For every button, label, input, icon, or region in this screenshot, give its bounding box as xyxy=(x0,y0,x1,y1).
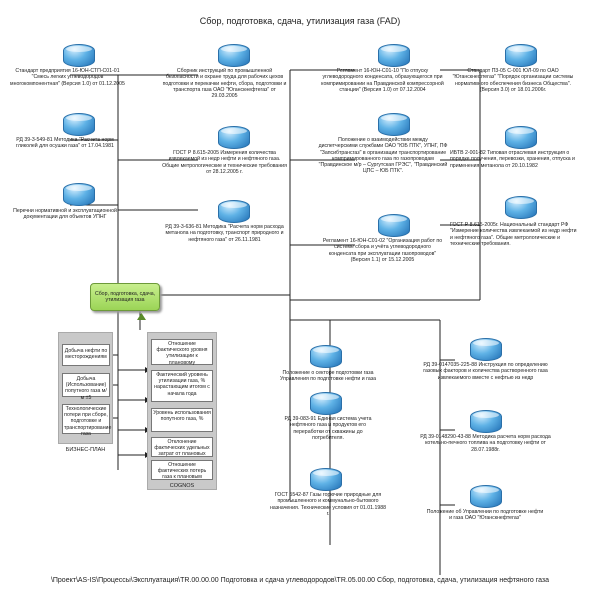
business-plan-label: БИЗНЕС-ПЛАН xyxy=(65,447,106,453)
doc-reglament-c01-10[interactable]: Регламент 16-ЮН-С01-10 "По отпуску углев… xyxy=(321,68,444,93)
document-store-icon xyxy=(310,345,342,368)
document-store-icon xyxy=(378,214,410,237)
doc-dispatch-regulation[interactable]: Положение о взаимодействии между диспетч… xyxy=(318,137,448,175)
document-store-icon xyxy=(310,468,342,491)
plan-item-oil-production[interactable]: Добыча нефти по месторождениям xyxy=(62,344,110,366)
cognos-label: COGNOS xyxy=(169,483,195,489)
document-store-icon xyxy=(218,200,250,223)
doc-gost-8615-2005[interactable]: ГОСТ Р 8.615-2005 Измерения количества и… xyxy=(162,150,287,175)
process-label: Сбор, подготовка, сдача, утилизация газа xyxy=(94,291,156,303)
doc-rd-225-88[interactable]: РД 39-0147035-225-88 Инструкция по опред… xyxy=(423,362,548,381)
doc-gost-5542-87[interactable]: ГОСТ 5542-87 Газы горючие природные для … xyxy=(270,492,386,517)
document-store-icon xyxy=(63,113,95,136)
document-store-icon xyxy=(470,485,502,508)
document-store-icon xyxy=(63,183,95,206)
connector-marker-icon xyxy=(137,313,146,320)
doc-rd-43-88[interactable]: РД 39-0148290-43-88 Методика расчета нор… xyxy=(420,434,551,453)
kpi-cost-deviation[interactable]: Отклонение фактических удельных затрат о… xyxy=(151,437,213,457)
document-store-icon xyxy=(505,44,537,67)
kpi-utilization-ratio[interactable]: Отношение фактического уровня утилизации… xyxy=(151,339,213,366)
doc-rd-083-91[interactable]: РД 39-083-91 Единая система учета нефтян… xyxy=(284,416,372,441)
doc-upng-regulation[interactable]: Положение об Управлении по подготовке не… xyxy=(426,509,544,522)
diagram-title: Сбор, подготовка, сдача, утилизация газа… xyxy=(199,16,401,26)
doc-rd-549-81[interactable]: РД 39-3-549-81 Методика "Расчета норм гл… xyxy=(16,137,114,150)
kpi-loss-ratio[interactable]: Отношение фактических потерь газа к план… xyxy=(151,460,213,480)
plan-item-tech-losses[interactable]: Технологические потери при сборе, подгот… xyxy=(62,404,112,437)
document-store-icon xyxy=(310,392,342,415)
kpi-gas-usage-level[interactable]: Уровень использования попутного газа, % xyxy=(151,408,213,432)
plan-item-gas-usage[interactable]: Добыча (Использование) попутного газа м/… xyxy=(62,373,110,401)
document-store-icon xyxy=(218,44,250,67)
document-store-icon xyxy=(378,44,410,67)
doc-stp-01[interactable]: Стандарт предприятия 16-ЮН-СТП-С01-01 "С… xyxy=(10,68,125,87)
process-box-gas-collection[interactable]: Сбор, подготовка, сдача, утилизация газа xyxy=(90,283,160,311)
document-store-icon xyxy=(470,410,502,433)
doc-standard-p3-05[interactable]: Стандарт П3-05 С-001 ЮЛ-09 по ОАО "Юганс… xyxy=(452,68,574,93)
doc-upng-list[interactable]: Перечни нормативной и эксплуатационной д… xyxy=(13,208,117,221)
doc-reglament-c01-02[interactable]: Регламент 16-ЮН-С01-02 "Организация рабо… xyxy=(322,238,443,263)
doc-safety-instructions[interactable]: Сборник инструкций по промышленной безоп… xyxy=(162,68,287,100)
breadcrumb-path: \Проект\AS-IS\Процессы\Эксплуатация\TR.0… xyxy=(50,577,550,584)
document-store-icon xyxy=(470,338,502,361)
doc-gost-national[interactable]: ГОСТ Р 8.615-2005г. Национальный стандар… xyxy=(450,222,577,247)
document-store-icon xyxy=(505,196,537,219)
document-store-icon xyxy=(378,113,410,136)
document-store-icon xyxy=(218,126,250,149)
doc-ibtv-2-001-82[interactable]: ИБТВ 2-001-82 Типовая отраслевая инструк… xyxy=(450,150,575,169)
doc-rd-636-81[interactable]: РД 39-3-636-81 Методика "Расчета норм ра… xyxy=(165,224,284,243)
doc-gas-sector-regulation[interactable]: Положение о секторе подготовки газа Упра… xyxy=(280,370,376,383)
document-store-icon xyxy=(63,44,95,67)
kpi-utilization-level[interactable]: Фактический уровень утилизации газа, % н… xyxy=(151,370,213,402)
document-store-icon xyxy=(505,126,537,149)
